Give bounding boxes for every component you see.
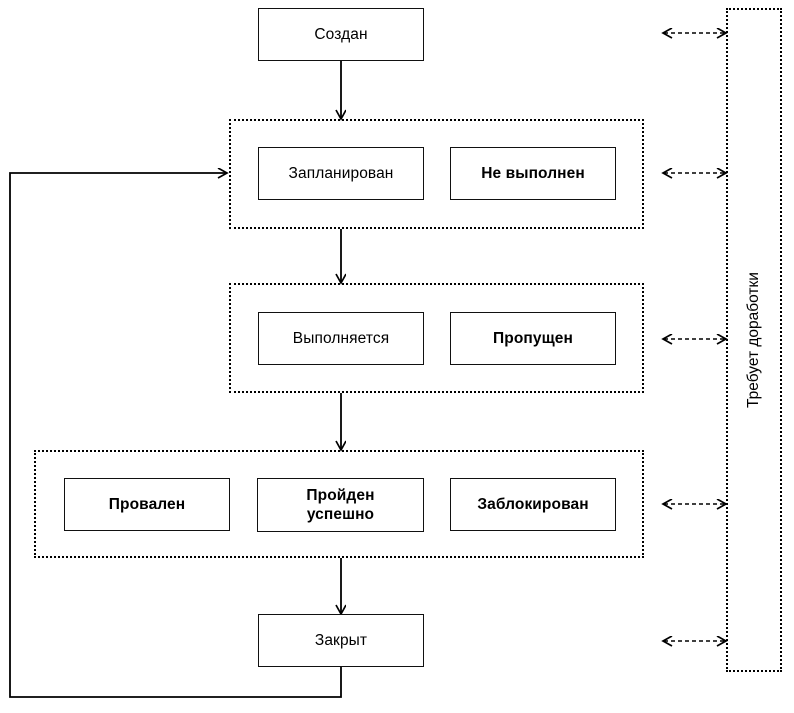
state-box-closed[interactable]: Закрыт (258, 614, 424, 667)
group-results-container (34, 450, 644, 558)
state-box-skipped[interactable]: Пропущен (450, 312, 616, 365)
group-running-container (229, 283, 644, 393)
rework-panel-label: Требует доработки (745, 272, 763, 408)
state-box-running[interactable]: Выполняется (258, 312, 424, 365)
state-box-planned[interactable]: Запланирован (258, 147, 424, 200)
state-box-blocked[interactable]: Заблокирован (450, 478, 616, 531)
state-box-not-done[interactable]: Не выполнен (450, 147, 616, 200)
state-box-created[interactable]: Создан (258, 8, 424, 61)
rework-panel[interactable]: Требует доработки (726, 8, 782, 672)
group-planned-container (229, 119, 644, 229)
state-box-failed[interactable]: Провален (64, 478, 230, 531)
state-box-passed[interactable]: Пройден успешно (257, 478, 424, 532)
